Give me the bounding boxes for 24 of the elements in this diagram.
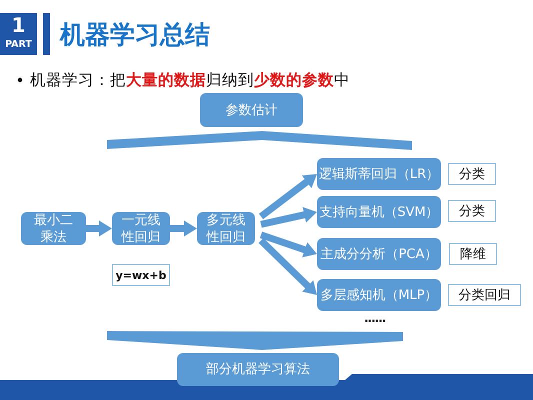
bullet-text: 机器学习：把大量的数据归纳到少数的参数中 <box>30 70 350 91</box>
process-box: 一元线性回归 <box>112 212 170 245</box>
algorithm-box: 逻辑斯蒂回归（LR） <box>317 158 441 190</box>
algorithm-box: 主成分分析（PCA） <box>317 238 441 270</box>
ellipsis-text: ...... <box>364 311 386 325</box>
task-box: 分类回归 <box>448 284 521 306</box>
title: 机器学习总结 <box>60 19 210 51</box>
arrow <box>258 238 317 295</box>
task-box: 降维 <box>449 243 497 265</box>
part-number: 1 <box>10 14 26 36</box>
arrow <box>86 220 112 236</box>
result-box: 部分机器学习算法 <box>177 353 339 386</box>
arrow <box>260 232 317 258</box>
process-box: 最小二乘法 <box>21 212 86 245</box>
task-box: 分类 <box>448 163 496 185</box>
task-box: 分类 <box>448 200 496 222</box>
algorithm-box: 多层感知机（MLP） <box>317 279 441 311</box>
formula-box: y=wx+b <box>112 264 170 286</box>
arrow <box>170 220 197 236</box>
algorithm-box: 支持向量机（SVM） <box>317 196 441 228</box>
step-box: 参数估计 <box>200 93 303 127</box>
part-label: PART <box>4 39 33 51</box>
arrow <box>260 207 317 228</box>
process-box: 多元线性回归 <box>197 212 255 245</box>
